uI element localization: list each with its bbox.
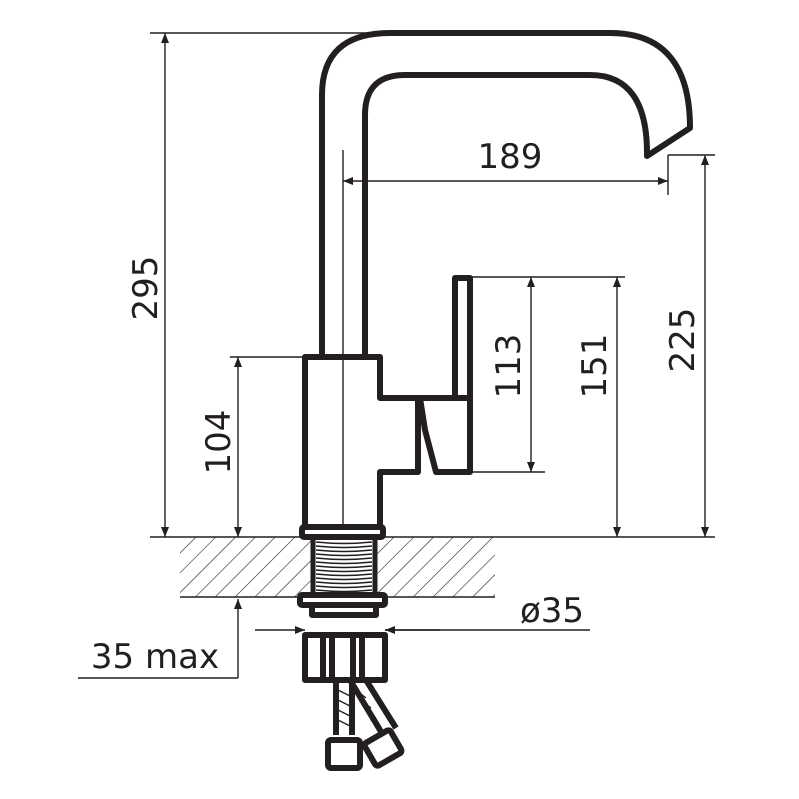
thread-line xyxy=(315,589,373,593)
dimension-225 xyxy=(668,154,715,537)
thread-line xyxy=(315,553,373,557)
countertop-section xyxy=(150,536,715,598)
supply-hoses xyxy=(325,678,405,771)
dimension-113 xyxy=(470,277,545,473)
label-151: 151 xyxy=(575,334,615,399)
dimension-35-max xyxy=(78,599,242,679)
dimension-104 xyxy=(230,356,305,537)
thread-line xyxy=(315,565,373,569)
label-225: 225 xyxy=(663,308,703,373)
label-diameter-35: ø35 xyxy=(520,591,584,631)
label-189: 189 xyxy=(478,137,543,177)
thread-line xyxy=(315,577,373,581)
thread-line xyxy=(315,561,373,565)
faucet-body xyxy=(302,275,473,530)
thread-line xyxy=(315,585,373,589)
faucet-base xyxy=(297,524,388,683)
thread-line xyxy=(315,573,373,577)
dimension-295 xyxy=(150,32,400,537)
thread-line xyxy=(315,549,373,553)
label-35-max: 35 max xyxy=(91,637,219,677)
dimension-151 xyxy=(470,276,625,537)
dimension-189 xyxy=(343,155,669,195)
label-113: 113 xyxy=(489,334,529,399)
thread-line xyxy=(315,581,373,585)
thread-line xyxy=(315,557,373,561)
label-295: 295 xyxy=(126,256,166,321)
faucet-spout xyxy=(319,30,693,357)
thread-line xyxy=(315,545,373,549)
label-104: 104 xyxy=(199,410,239,475)
thread-line xyxy=(315,569,373,573)
thread-line xyxy=(315,541,373,545)
